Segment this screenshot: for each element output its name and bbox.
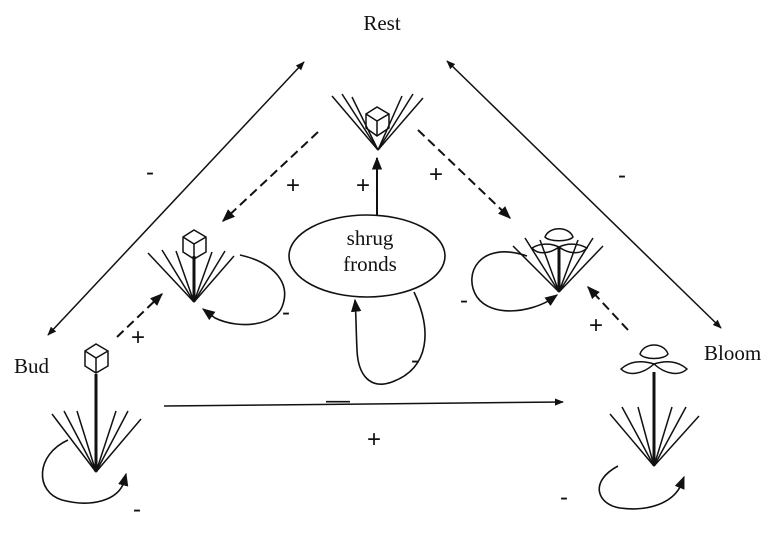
node-text-line1: shrug (347, 226, 394, 250)
plant-left (148, 230, 234, 302)
plant-rest (332, 94, 423, 150)
sign-rest-bud: - (146, 159, 154, 186)
sign-loop-right: - (460, 287, 468, 314)
bud-label: Bud (14, 354, 50, 378)
arrow-bud-bloom (164, 402, 563, 406)
sign-loop-bud: - (133, 496, 141, 523)
rest-label: Rest (363, 11, 401, 35)
sign-bud-bloom-arrow: — (326, 387, 350, 414)
plant-bud (52, 344, 141, 472)
sign-center-to-rest: + (356, 172, 370, 199)
sign-bud-to-left: + (131, 324, 145, 351)
arrow-rest-bloom (447, 61, 721, 328)
arrow-rest-to-left (223, 132, 318, 221)
loop-left (203, 255, 285, 325)
loop-right (472, 252, 557, 311)
sign-rest-to-left: + (286, 172, 300, 199)
sign-rest-bloom: - (618, 162, 626, 189)
sign-bloom-to-right: + (589, 312, 603, 339)
sign-bud-bloom: + (367, 426, 381, 453)
plant-right (513, 229, 603, 292)
sign-loop-left: - (282, 299, 290, 326)
node-text-line2: fronds (343, 252, 397, 276)
loop-bloom (599, 466, 684, 509)
arrow-rest-bud (48, 62, 304, 335)
sign-loop-center: - (411, 347, 419, 374)
bloom-label: Bloom (704, 341, 761, 365)
plant-bloom (610, 345, 699, 466)
sign-loop-bloom: - (560, 484, 568, 511)
sign-rest-to-right: + (429, 161, 443, 188)
